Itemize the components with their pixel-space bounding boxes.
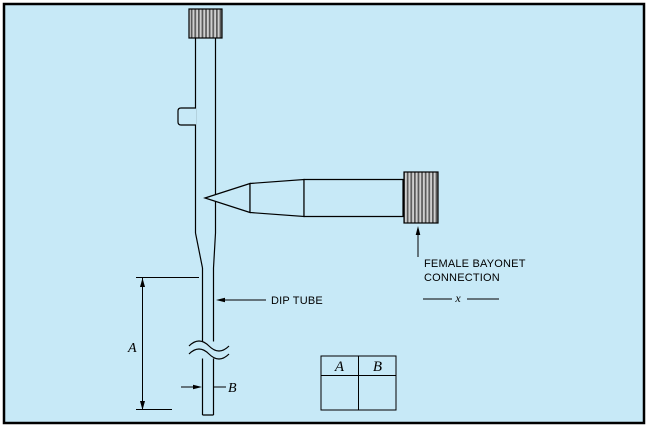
female-bayonet-connector-knurl: [403, 171, 439, 224]
dim-a-arrow-down-icon: [140, 401, 145, 410]
dim-a-label: A: [127, 341, 137, 356]
lower-taper: [194, 232, 217, 269]
dip-tube-arrow-icon: [216, 297, 225, 303]
dip-tube: [201, 268, 215, 416]
break-symbol-lower: [188, 348, 230, 360]
blank-x-marker: x: [454, 291, 461, 305]
side-arm-taper: [249, 178, 305, 218]
dim-b-label: B: [228, 381, 237, 396]
side-nub: [177, 107, 196, 126]
break-symbol-upper: [188, 340, 230, 352]
dim-a-arrow-up-icon: [140, 278, 145, 287]
dim-b-arrow-icon: [193, 384, 202, 390]
top-cap-knurl: [188, 8, 223, 39]
female-bayonet-label-line1: FEMALE BAYONET: [424, 258, 526, 270]
side-nub-fill: [178, 108, 196, 125]
table-header-b: B: [373, 359, 382, 375]
dip-tube-label: DIP TUBE: [271, 295, 323, 307]
female-bayonet-label-line2: CONNECTION: [424, 272, 500, 284]
table-header-a: A: [334, 359, 345, 375]
bayonet-arrow-icon: [415, 226, 421, 235]
side-arm-barrel: [303, 178, 404, 218]
